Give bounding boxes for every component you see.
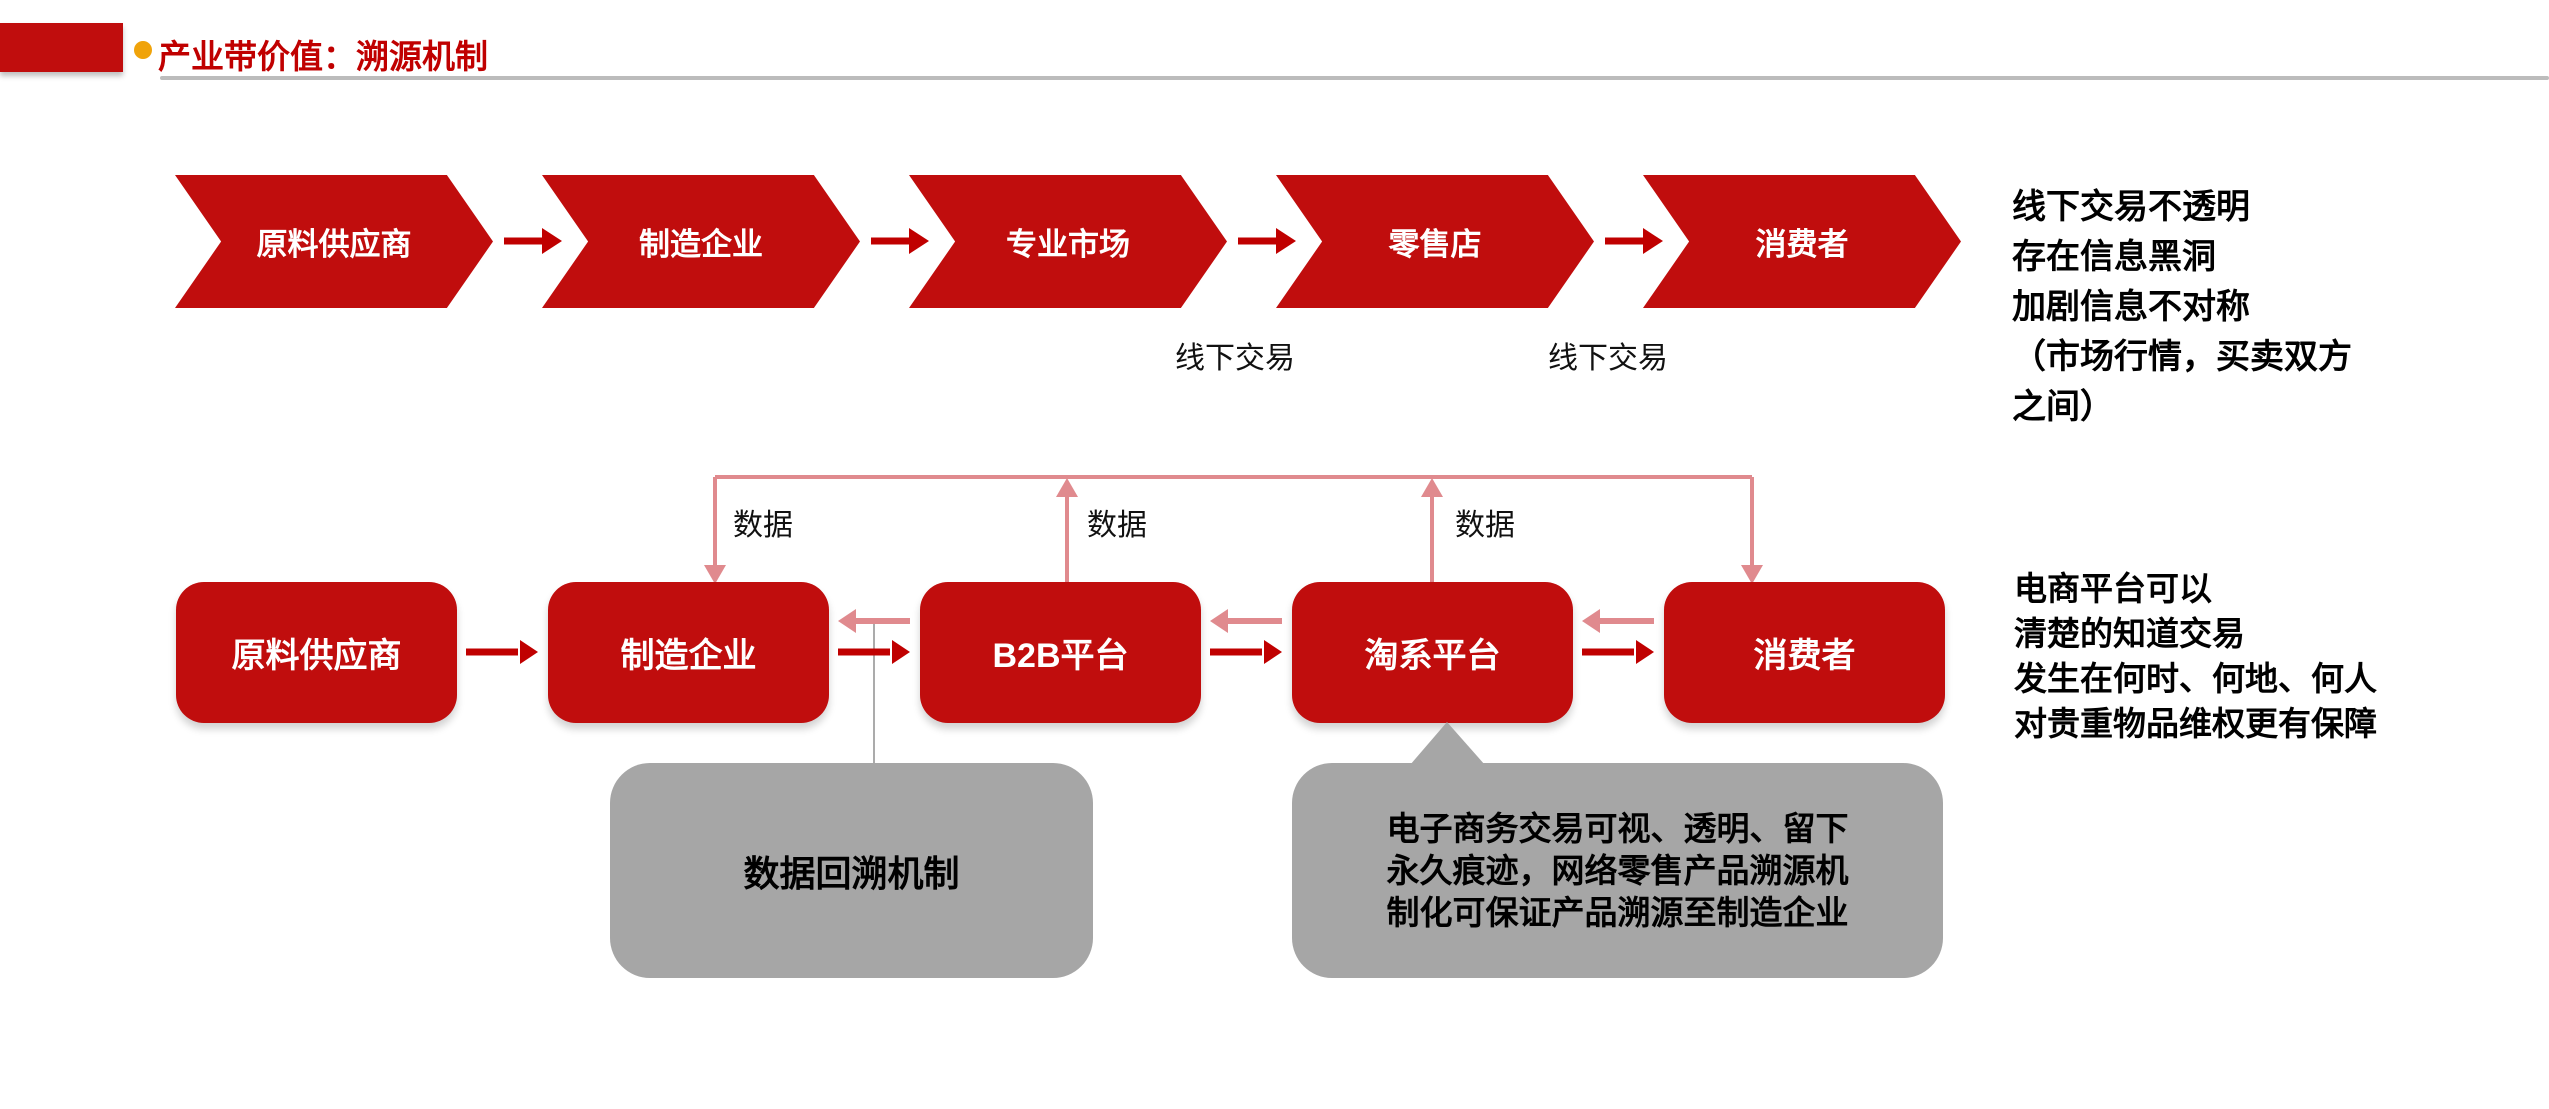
flow-arrow-right-icon [871, 228, 929, 254]
offline-trade-label: 线下交易 [1175, 342, 1295, 375]
data-down-arrow-icon [1741, 565, 1763, 584]
step-label: 零售店 [1388, 227, 1482, 262]
header-accent-block [0, 23, 123, 72]
step-label: 原料供应商 [256, 227, 412, 262]
callout-ecommerce: 电子商务交易可视、透明、留下 永久痕迹，网络零售产品溯源机 制化可保证产品溯源至… [1292, 763, 1943, 978]
offline-trade-label: 线下交易 [1548, 342, 1668, 375]
header-bullet-icon [134, 41, 152, 59]
note-line: 存在信息黑洞 [2012, 238, 2216, 276]
step-label: 专业市场 [1006, 227, 1130, 262]
feedback-arrow-left-icon [1582, 609, 1654, 633]
flow-arrow-right-icon [838, 640, 910, 664]
node-label: 消费者 [1753, 637, 1856, 675]
flow-arrow-right-icon [1238, 228, 1296, 254]
note-line: 之间） [2012, 388, 2114, 426]
flow-node-manufacturer: 制造企业 [548, 582, 829, 723]
callout-line: 制化可保证产品溯源至制造企业 [1386, 893, 1849, 931]
callout-line: 电子商务交易可视、透明、留下 [1386, 809, 1849, 847]
data-up-arrow-icon [1421, 478, 1443, 497]
node-label: 制造企业 [620, 637, 757, 675]
chevron-step-raw-supplier: 原料供应商 [175, 175, 493, 308]
callout-pointer-icon [1410, 722, 1485, 765]
chevron-step-manufacturer: 制造企业 [542, 175, 860, 308]
bottom-note: 电商平台可以 清楚的知道交易 发生在何时、何地、何人 对贵重物品维权更有保障 [2014, 566, 2377, 746]
data-label: 数据 [1087, 509, 1147, 542]
chevron-step-retail: 零售店 [1276, 175, 1594, 308]
flow-arrow-right-icon [504, 228, 562, 254]
header-divider [160, 76, 2549, 80]
chevron-step-consumer: 消费者 [1643, 175, 1961, 308]
page-title: 产业带价值：溯源机制 [158, 38, 488, 75]
callout-label: 数据回溯机制 [743, 852, 960, 894]
feedback-arrow-left-icon [838, 609, 910, 633]
node-label: 原料供应商 [231, 637, 402, 675]
note-line: 发生在何时、何地、何人 [2014, 660, 2377, 697]
note-line: 加剧信息不对称 [2012, 288, 2250, 326]
flow-arrow-right-icon [1605, 228, 1663, 254]
note-line: （市场行情，买卖双方 [2012, 338, 2352, 376]
flow-node-raw-supplier: 原料供应商 [176, 582, 457, 723]
flow-node-tao-platform: 淘系平台 [1292, 582, 1573, 723]
feedback-arrow-left-icon [1210, 609, 1282, 633]
note-line: 线下交易不透明 [2012, 188, 2250, 226]
flow-node-b2b-platform: B2B平台 [920, 582, 1201, 723]
data-label: 数据 [733, 509, 793, 542]
callout-data-traceback: 数据回溯机制 [610, 763, 1093, 978]
flow-node-consumer: 消费者 [1664, 582, 1945, 723]
flow-arrow-right-icon [466, 640, 538, 664]
callout-line: 永久痕迹，网络零售产品溯源机 [1386, 851, 1849, 889]
chevron-step-market: 专业市场 [909, 175, 1227, 308]
node-label: 淘系平台 [1364, 637, 1501, 675]
note-line: 对贵重物品维权更有保障 [2014, 705, 2377, 742]
top-note: 线下交易不透明 存在信息黑洞 加剧信息不对称 （市场行情，买卖双方 之间） [2012, 182, 2352, 432]
note-line: 清楚的知道交易 [2014, 615, 2245, 652]
data-up-arrow-icon [1056, 478, 1078, 497]
node-label: B2B平台 [992, 637, 1129, 675]
step-label: 制造企业 [639, 227, 763, 262]
step-label: 消费者 [1755, 227, 1849, 262]
data-label: 数据 [1455, 509, 1515, 542]
flow-arrow-right-icon [1210, 640, 1282, 664]
flow-arrow-right-icon [1582, 640, 1654, 664]
note-line: 电商平台可以 [2014, 570, 2212, 607]
data-down-arrow-icon [704, 565, 726, 584]
